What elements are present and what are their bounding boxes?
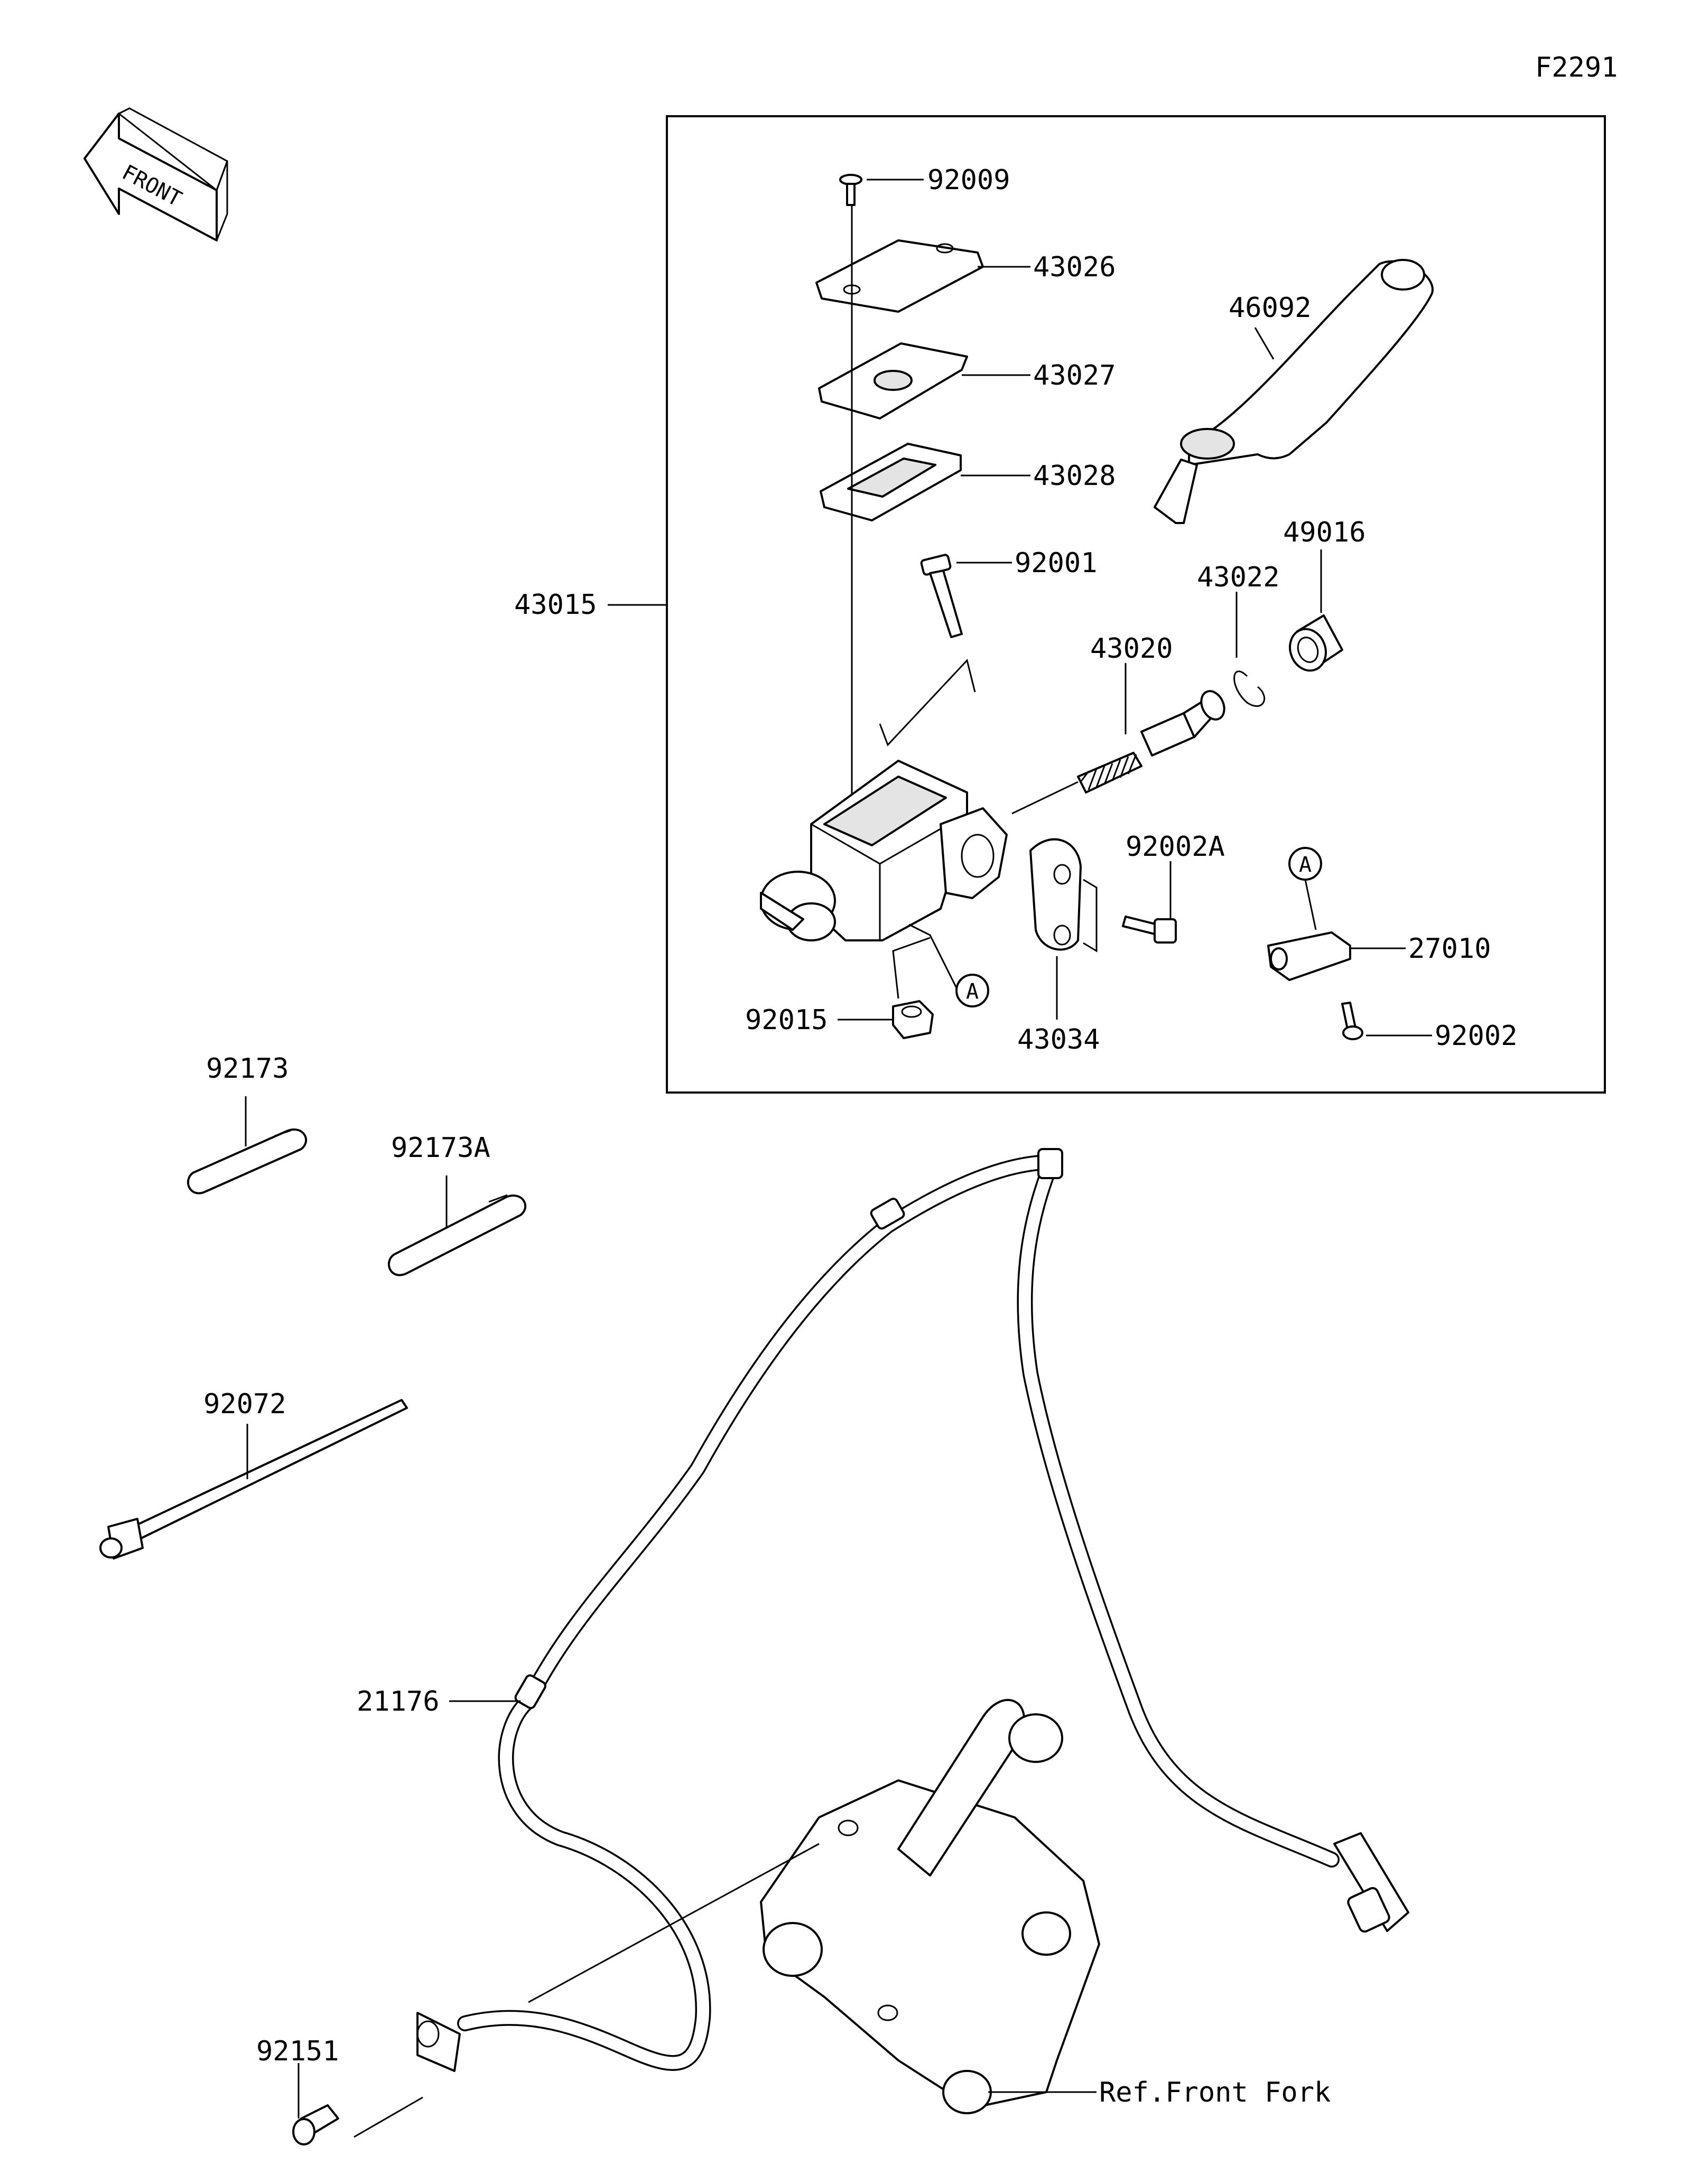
- figure-code: F2291: [1535, 52, 1618, 83]
- label-ref-front-fork: Ref.Front Fork: [1099, 2077, 1331, 2108]
- label-43034: 43034: [1017, 1024, 1100, 1056]
- front-fork-reference: [760, 1699, 1100, 2114]
- reference-marker-a-body: [955, 974, 989, 1007]
- diaphragm-plate-43027: [818, 342, 968, 419]
- label-92002: 92002: [1435, 1020, 1518, 1052]
- label-43020: 43020: [1090, 633, 1173, 665]
- master-cylinder-body: [760, 760, 1008, 941]
- switch-27010: [1267, 931, 1351, 981]
- label-49016: 49016: [1283, 517, 1366, 548]
- bolt-92151: [292, 2104, 339, 2145]
- label-43022: 43022: [1197, 562, 1280, 593]
- bolt-92002A: [1122, 916, 1177, 944]
- label-92001: 92001: [1015, 547, 1098, 579]
- circlip-43022: [1233, 670, 1266, 707]
- front-direction-arrow-icon: FRONT: [83, 107, 228, 241]
- label-43026: 43026: [1033, 251, 1116, 283]
- nut-92015: [892, 1000, 934, 1039]
- label-43027: 43027: [1033, 360, 1116, 391]
- cable-tie-92072: [99, 1399, 408, 1560]
- reference-marker-a-body-label: A: [966, 979, 979, 1004]
- label-92173: 92173: [206, 1053, 289, 1085]
- reference-marker-a-switch-label: A: [1299, 853, 1312, 877]
- label-43015: 43015: [514, 589, 597, 621]
- screw-92002: [1341, 1002, 1363, 1040]
- reservoir-cap-43026: [815, 239, 984, 313]
- label-92002A: 92002A: [1126, 831, 1225, 863]
- label-27010: 27010: [1408, 933, 1491, 965]
- label-92173A: 92173A: [391, 1132, 490, 1164]
- brake-lever-46092: [1154, 259, 1434, 524]
- pivot-bolt-92001: [920, 554, 963, 638]
- bushing-49016: [1289, 614, 1343, 672]
- clamp-plate-92173: [187, 1128, 308, 1194]
- clamp-43034: [1029, 838, 1082, 951]
- sensor-harness-21176: [416, 1148, 1409, 2072]
- label-92015: 92015: [745, 1004, 828, 1036]
- label-21176: 21176: [357, 1686, 440, 1718]
- label-43028: 43028: [1033, 460, 1116, 492]
- piston-kit-43020: [1077, 690, 1225, 794]
- label-92072: 92072: [203, 1388, 286, 1420]
- screw-92009: [839, 174, 862, 206]
- clamp-plate-92173A: [387, 1194, 527, 1276]
- diaphragm-43028: [820, 443, 962, 521]
- label-92151: 92151: [256, 2036, 339, 2067]
- label-92009: 92009: [927, 164, 1010, 196]
- label-46092: 46092: [1229, 292, 1312, 324]
